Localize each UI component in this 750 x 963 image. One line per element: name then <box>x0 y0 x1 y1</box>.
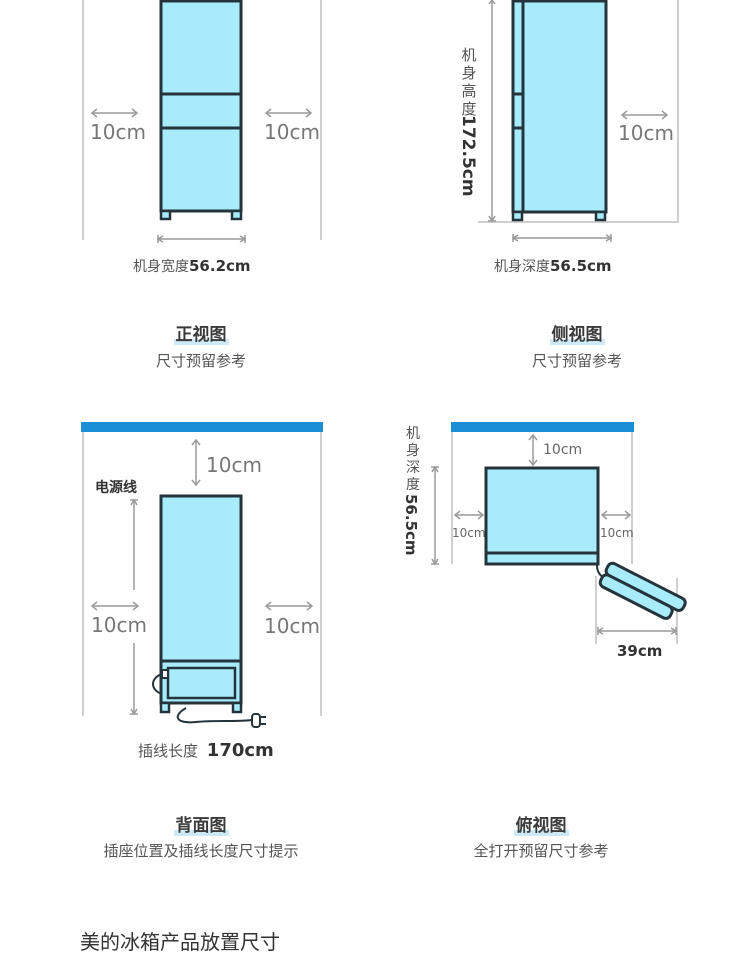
front-width-caption: 机身宽度56.2cm <box>133 256 251 276</box>
side-depth-value: 56.5cm <box>550 257 612 275</box>
cord-length-caption: 插线长度 170cm <box>138 740 274 761</box>
wall-bar <box>81 422 323 432</box>
top-clearance-right: 10cm <box>600 526 634 540</box>
top-clearance-left: 10cm <box>452 526 486 540</box>
side-view-title: 侧视图 <box>549 325 605 345</box>
front-width-value: 56.2cm <box>189 257 251 275</box>
top-clearance-top: 10cm <box>543 442 583 458</box>
power-cord-label: 电源线 <box>95 480 137 496</box>
back-view-subtitle: 插座位置及插线长度尺寸提示 <box>103 842 299 860</box>
back-right-clearance: 10cm <box>264 614 320 638</box>
top-view-title: 俯视图 <box>513 816 569 836</box>
back-view-title: 背面图 <box>173 816 229 836</box>
plug-icon <box>251 713 261 728</box>
front-view-subtitle: 尺寸预留参考 <box>155 352 246 370</box>
side-view-subtitle: 尺寸预留参考 <box>531 352 622 370</box>
back-left-clearance: 10cm <box>91 613 147 637</box>
front-view-title: 正视图 <box>173 325 229 345</box>
side-depth-label: 机身深度 <box>494 259 550 275</box>
front-right-clearance: 10cm <box>264 120 320 144</box>
side-right-clearance: 10cm <box>618 121 674 145</box>
wall-bar <box>451 422 634 432</box>
front-left-clearance: 10cm <box>90 120 146 144</box>
side-height-label: 机身高度 <box>461 46 477 118</box>
cord-length-value: 170cm <box>206 740 274 761</box>
door-open-width: 39cm <box>617 642 663 660</box>
front-width-label: 机身宽度 <box>133 259 189 275</box>
back-top-clearance: 10cm <box>206 453 262 477</box>
top-depth-value: 56.5cm <box>402 494 420 556</box>
cord-length-label: 插线长度 <box>138 742 199 760</box>
top-depth-label: 机身深度 <box>406 426 420 493</box>
footer-title: 美的冰箱产品放置尺寸 <box>80 930 280 954</box>
side-depth-caption: 机身深度56.5cm <box>494 256 612 276</box>
top-view-subtitle: 全打开预留尺寸参考 <box>473 842 609 860</box>
